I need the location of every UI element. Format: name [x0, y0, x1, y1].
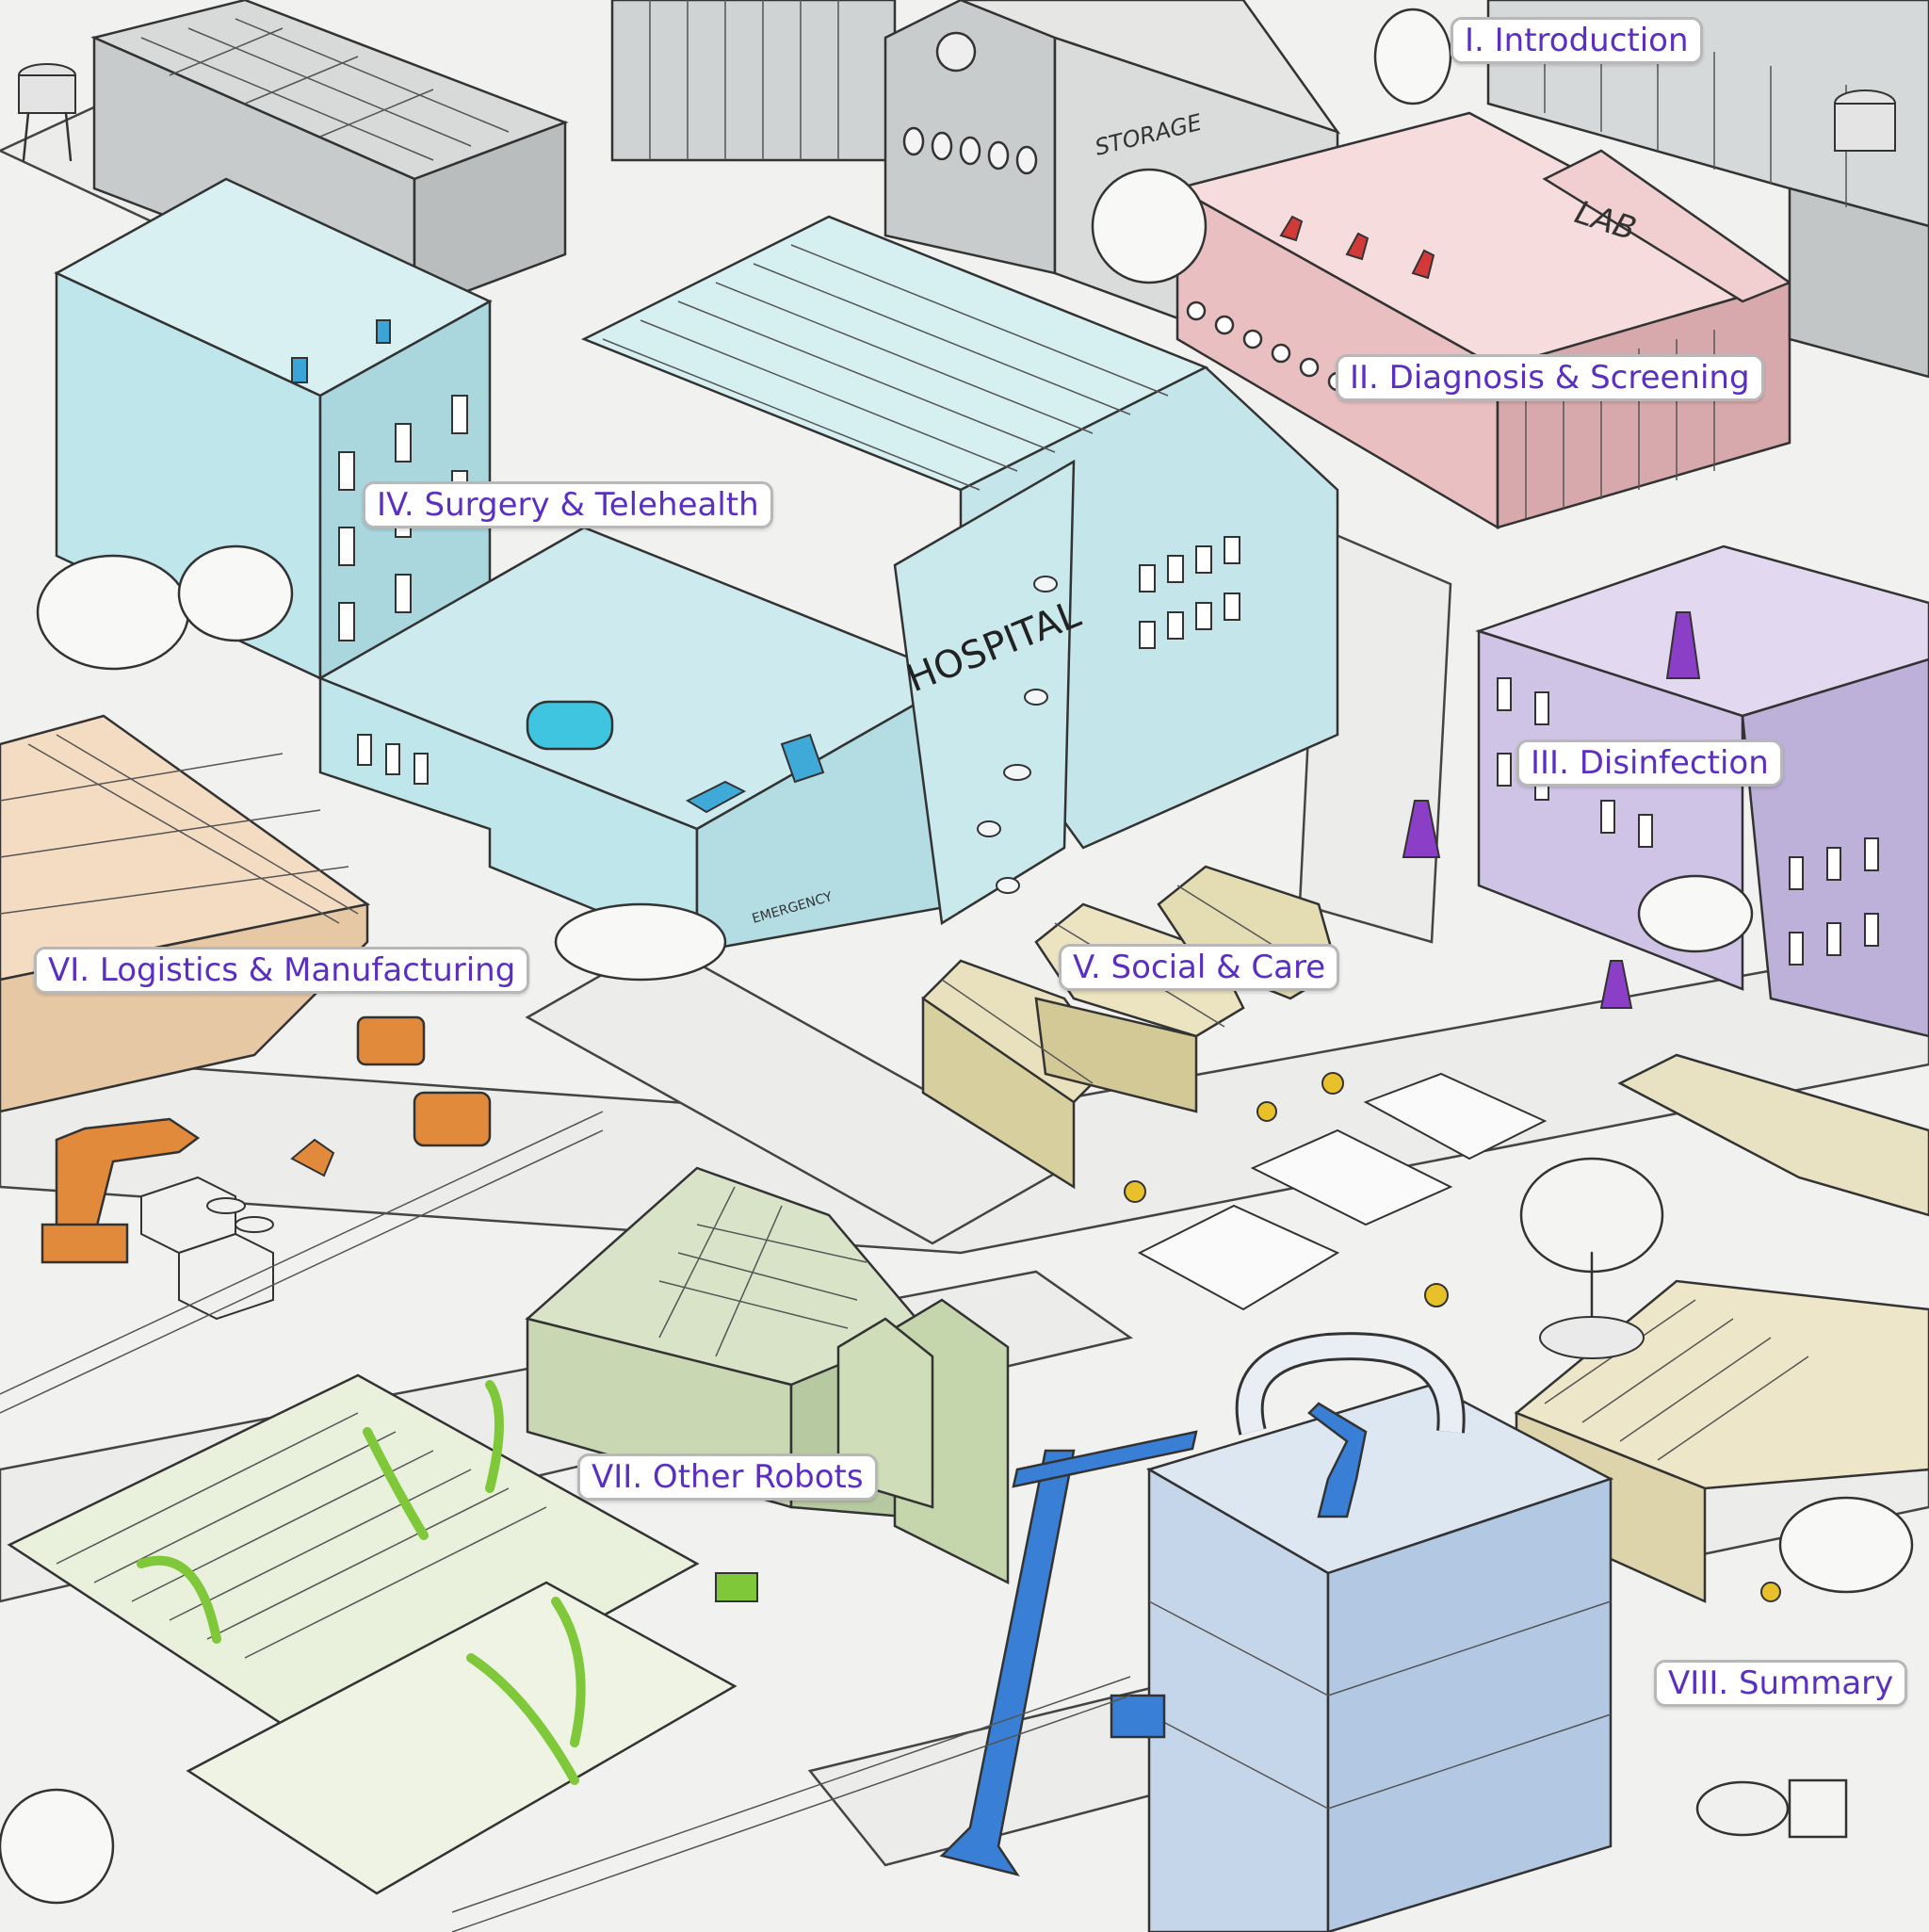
trees [0, 8, 1914, 1905]
hospital-building: HOSPITAL EMERGENCY [317, 215, 1339, 953]
farm-fields [7, 1373, 758, 1895]
care-robots [1124, 1072, 1781, 1602]
label-introduction[interactable]: I. Introduction [1451, 17, 1703, 64]
label-other-robots[interactable]: VII. Other Robots [577, 1453, 878, 1501]
surgery-robots [526, 700, 825, 814]
disinfection-building [1402, 544, 1929, 1038]
label-logistics-manufacturing[interactable]: VI. Logistics & Manufacturing [34, 947, 530, 994]
label-diagnosis-screening[interactable]: II. Diagnosis & Screening [1336, 354, 1764, 401]
farm-robots [137, 1380, 586, 1785]
label-disinfection[interactable]: III. Disinfection [1516, 739, 1783, 787]
logistics-robots [41, 1015, 492, 1264]
disinfection-robots [1402, 611, 1701, 1009]
label-social-care[interactable]: V. Social & Care [1059, 944, 1340, 991]
construction-robots [939, 1402, 1368, 1876]
lab-building: LAB [1174, 111, 1793, 530]
label-summary[interactable]: VIII. Summary [1654, 1660, 1908, 1707]
construction-building [939, 1332, 1848, 1932]
fences [0, 1111, 1131, 1932]
label-surgery-telehealth[interactable]: IV. Surgery & Telehealth [363, 481, 773, 528]
lab-robots [1279, 215, 1435, 280]
